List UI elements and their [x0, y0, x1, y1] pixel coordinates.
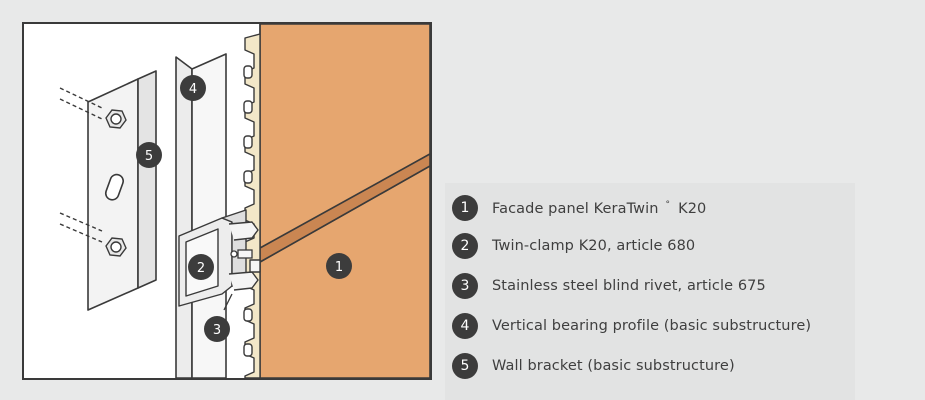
facade-diagram: 1 2 3 4 5 — [59, 24, 430, 378]
legend-number: 2 — [452, 233, 478, 259]
bolt-upper — [59, 87, 127, 129]
twin-clamp — [178, 209, 261, 307]
legend-item-wall-bracket: 5 Wall bracket (basic substructure) — [452, 352, 735, 380]
legend-suffix: K20 — [678, 200, 707, 217]
callout-2: 2 — [188, 254, 214, 280]
callout-3: 3 — [204, 316, 230, 342]
legend-text: Twin-clamp K20, article 680 — [492, 238, 696, 254]
legend-item-facade-panel: 1 Facade panel KeraTwin ° K20 — [452, 194, 706, 222]
blind-rivet — [223, 249, 253, 311]
legend-item-twin-clamp: 2 Twin-clamp K20, article 680 — [452, 232, 695, 260]
legend-label: Facade panel KeraTwin — [492, 200, 659, 217]
callout-5: 5 — [136, 142, 162, 168]
legend-number: 4 — [452, 313, 478, 339]
svg-text:4: 4 — [189, 82, 197, 97]
callout-1: 1 — [326, 253, 352, 279]
legend-text: Vertical bearing profile (basic substruc… — [492, 318, 812, 334]
legend-item-bearing-profile: 4 Vertical bearing profile (basic substr… — [452, 312, 811, 340]
legend-text: Wall bracket (basic substructure) — [492, 358, 735, 374]
callout-4: 4 — [180, 75, 206, 101]
legend-number: 3 — [452, 273, 478, 299]
facade-panel — [259, 24, 430, 378]
legend-number: 1 — [452, 195, 478, 221]
legend-text: Stainless steel blind rivet, article 675 — [492, 278, 766, 294]
legend-text: Facade panel KeraTwin ° K20 — [492, 200, 706, 217]
serrated-rail — [243, 24, 261, 378]
legend-panel: 1 Facade panel KeraTwin ° K20 2 Twin-clamp… — [445, 183, 855, 400]
svg-text:5: 5 — [145, 149, 153, 164]
svg-text:3: 3 — [213, 323, 221, 338]
diagram-frame: 1 2 3 4 5 — [22, 22, 432, 380]
legend-number: 5 — [452, 353, 478, 379]
wall-bracket — [87, 70, 157, 311]
legend-mark: ° — [665, 199, 671, 210]
svg-text:2: 2 — [197, 261, 205, 276]
legend-item-blind-rivet: 3 Stainless steel blind rivet, article 6… — [452, 272, 766, 300]
bolt-lower — [59, 212, 127, 257]
svg-text:1: 1 — [335, 260, 343, 275]
